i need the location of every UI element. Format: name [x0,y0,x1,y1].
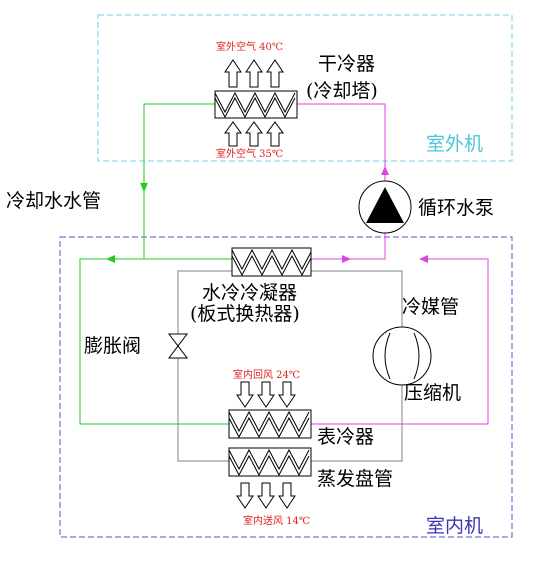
return-air-temp: 室内回风 24℃ [233,368,300,381]
outdoor-unit-border [97,14,513,162]
condenser-label-1: 水冷冷凝器 [202,282,297,304]
outdoor-air-out-temp: 室外空气 40℃ [216,40,283,53]
return-air-arrows [236,381,296,408]
condenser-label-2: (板式换热器) [190,303,300,325]
dry-cooler-coil [214,90,298,119]
surface-cooler-label: 表冷器 [317,426,374,448]
dry-cooler-label-2: (冷却塔) [306,80,378,102]
expansion-valve [168,333,188,359]
supply-air-temp: 室内送风 14℃ [243,514,310,527]
indoor-unit-border [59,236,513,538]
compressor-label: 压缩机 [404,382,461,404]
dry-cooler-label-1: 干冷器 [318,53,375,75]
cooling-water-pipe-green [79,103,232,425]
evaporator-coil [228,447,312,477]
outdoor-air-out-arrows [224,59,284,88]
surface-cooler-coil [228,409,312,439]
evaporator-label: 蒸发盘管 [317,468,393,490]
outdoor-unit-label: 室外机 [426,133,483,155]
circulation-pump-label: 循环水泵 [418,197,494,219]
pump-pipe-magenta [297,103,489,425]
outdoor-air-in-temp: 室外空气 35℃ [216,147,283,160]
expansion-valve-label: 膨胀阀 [84,335,141,357]
outdoor-air-in-arrows [224,121,284,147]
indoor-unit-label: 室内机 [426,515,483,537]
compressor [372,326,432,386]
supply-air-arrows [236,482,296,509]
cooling-water-pipe-label: 冷却水水管 [6,190,101,212]
refrigerant-pipe-label: 冷媒管 [402,296,459,318]
circulation-pump [358,180,412,234]
condenser-coil [231,247,312,277]
